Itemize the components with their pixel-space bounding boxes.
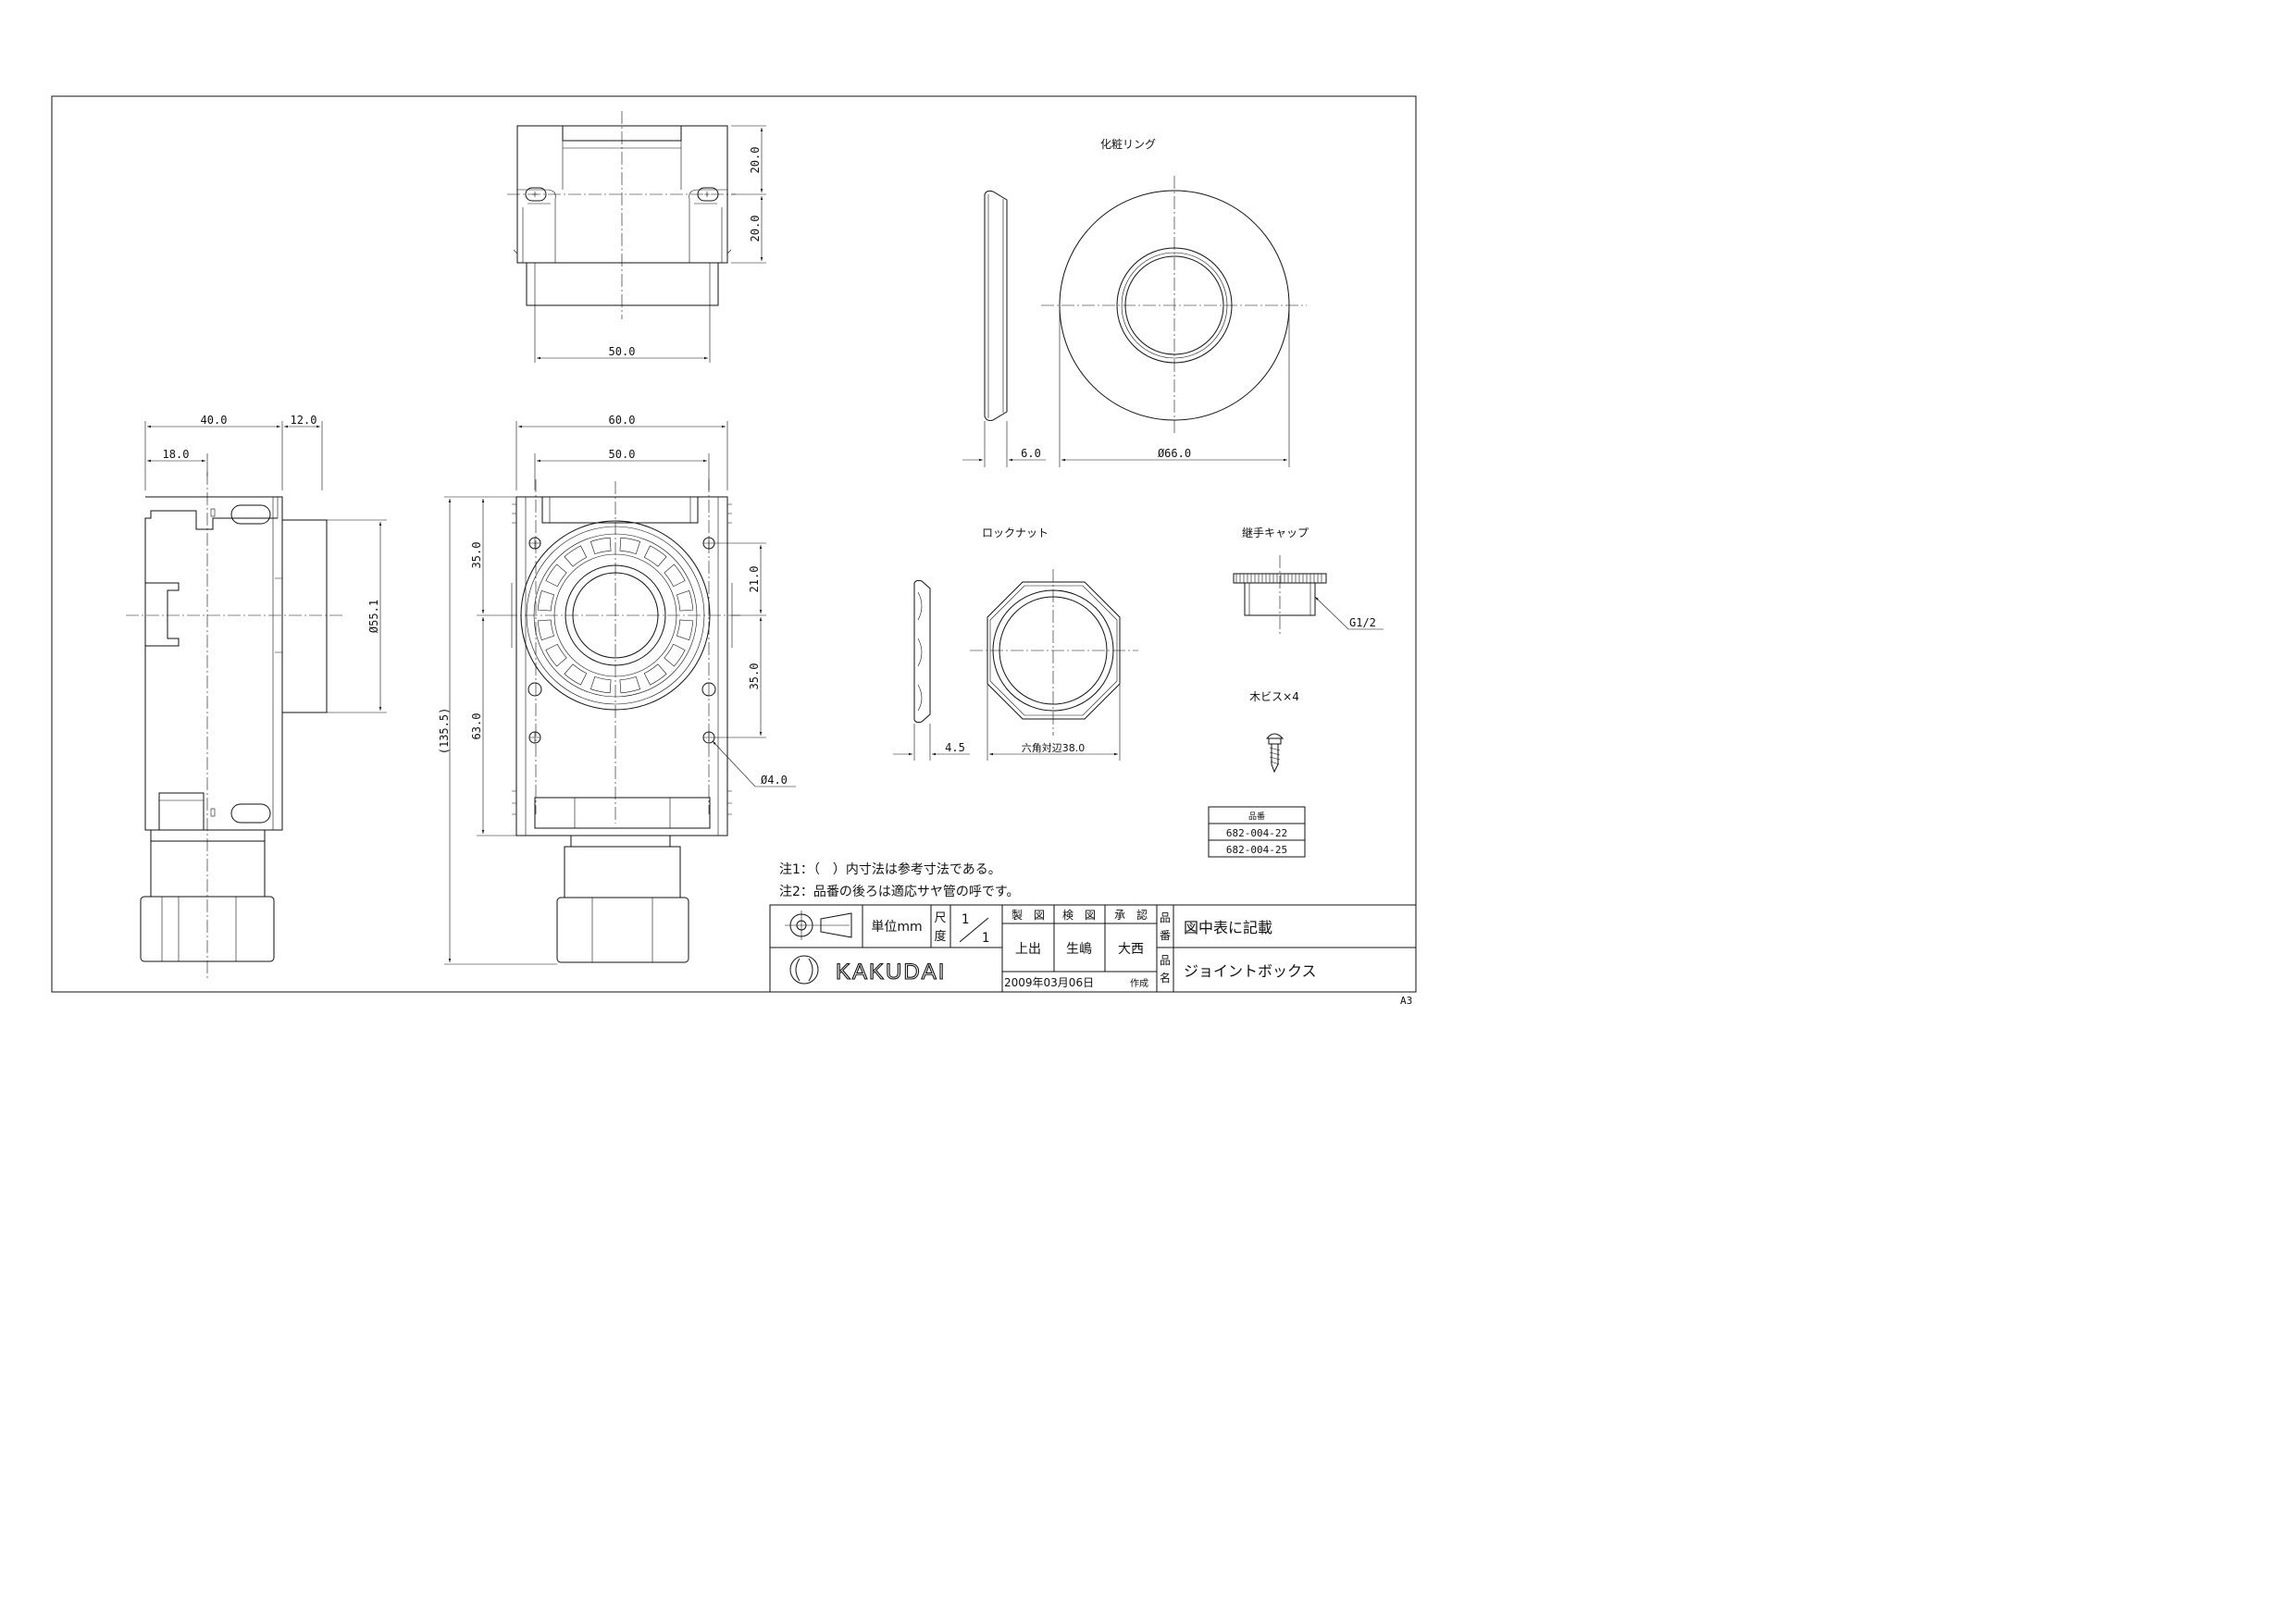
- grate-slot: [643, 663, 667, 686]
- dim-top-20a: 20.0: [749, 147, 762, 174]
- dim-front-hole: Ø4.0: [761, 774, 788, 787]
- top-view: 20.0 20.0 50.0: [507, 111, 766, 363]
- grate-slot: [664, 643, 686, 667]
- grate-segments: [537, 537, 694, 694]
- sheet-size: A3: [1400, 995, 1412, 1007]
- grate-slot: [643, 545, 667, 567]
- locknut-hex: [987, 581, 1121, 720]
- grate-slot: [537, 619, 554, 641]
- locknut-views: ロックナット 4.5 六角対辺38.0: [893, 527, 1138, 761]
- dim-front-135: (135.5): [438, 708, 451, 755]
- ring-title: 化粧リング: [1100, 138, 1156, 151]
- cap-title: 継手キャップ: [1242, 526, 1309, 539]
- screw-title: 木ビス×4: [1249, 690, 1299, 703]
- grate-slot: [619, 676, 641, 694]
- note-1: 注1：（ ）内寸法は参考寸法である。: [779, 861, 1001, 877]
- role-checker: 検 図: [1062, 909, 1096, 922]
- sheet-border: [51, 95, 1417, 993]
- cap-thread: G1/2: [1349, 616, 1376, 629]
- grate-slot: [590, 537, 612, 554]
- dim-front-35b: 35.0: [748, 663, 761, 690]
- grate-slot: [590, 676, 612, 694]
- locknut-title: ロックナット: [982, 527, 1049, 539]
- dim-top-20b: 20.0: [749, 216, 762, 242]
- name-drafter: 上出: [1015, 942, 1041, 957]
- drawing-date-suffix: 作成: [1130, 978, 1148, 989]
- dim-front-50: 50.0: [609, 448, 636, 461]
- part-table-row-2: 682-004-25: [1226, 844, 1287, 856]
- slot-left: [525, 187, 547, 202]
- slot-side-top: [230, 504, 271, 525]
- kakudai-logo: KAKUDAI: [789, 955, 946, 985]
- unit-label: 単位mm: [871, 920, 922, 935]
- grate-slot: [619, 537, 641, 554]
- part-no-label-top: 品: [1160, 911, 1171, 924]
- dim-ring-dia: Ø66.0: [1158, 447, 1191, 460]
- brand-name: KAKUDAI: [836, 960, 946, 985]
- dim-front-60: 60.0: [609, 414, 636, 427]
- dim-locknut-thick: 4.5: [945, 741, 965, 754]
- notes: 注1：（ ）内寸法は参考寸法である。 注2：品番の後ろは適応サヤ管の呼です。: [779, 861, 1020, 899]
- cap-view: 継手キャップ G1/2: [1233, 526, 1384, 634]
- drawing-sheet: 20.0 20.0 50.0 40.0 12.0 18.0 Ø: [51, 95, 1417, 1007]
- grate-slot: [537, 589, 554, 612]
- grate-slot: [564, 663, 588, 686]
- dim-front-21: 21.0: [748, 566, 761, 593]
- scale-label-bottom: 度: [934, 929, 946, 944]
- dim-top-50: 50.0: [609, 345, 636, 358]
- grate-slot: [545, 643, 567, 667]
- grate-slot: [664, 564, 686, 588]
- dim-side-40: 40.0: [201, 414, 228, 427]
- scale-denominator: 1: [982, 931, 989, 946]
- role-drafter: 製 図: [1011, 909, 1045, 922]
- slot-side-bottom: [230, 803, 271, 824]
- drawing-date: 2009年03月06日: [1004, 976, 1094, 989]
- part-table-row-1: 682-004-22: [1226, 827, 1287, 839]
- title-block: 単位mm 尺 度 1 1 製 図 検 図 承 認 上出 生嶋 大西 品 番 図中…: [769, 904, 1417, 1007]
- screw-view: 木ビス×4: [1249, 690, 1299, 774]
- dim-front-35a: 35.0: [470, 542, 483, 569]
- ring-views: 化粧リング 6.0 Ø66.0: [962, 138, 1307, 467]
- part-name-label-top: 品: [1160, 954, 1171, 967]
- part-name-label-bottom: 名: [1160, 971, 1171, 985]
- dim-side-18: 18.0: [163, 448, 190, 461]
- cap-knurling: [1235, 574, 1322, 583]
- part-name-value: ジョイントボックス: [1184, 962, 1317, 980]
- side-view: 40.0 12.0 18.0 Ø55.1: [126, 414, 387, 981]
- dim-side-dia: Ø55.1: [367, 600, 380, 633]
- part-no-label-bottom: 番: [1160, 929, 1171, 942]
- part-number-table: 品番 682-004-22 682-004-25: [1208, 806, 1306, 858]
- scale-label-top: 尺: [934, 911, 946, 925]
- scale-numerator: 1: [962, 912, 969, 927]
- dim-side-12: 12.0: [291, 414, 317, 427]
- note-2: 注2：品番の後ろは適応サヤ管の呼です。: [779, 884, 1020, 899]
- name-checker: 生嶋: [1066, 942, 1092, 957]
- dim-locknut-across: 六角対辺38.0: [1022, 741, 1086, 754]
- grate-slot: [676, 589, 694, 612]
- dim-front-63: 63.0: [470, 713, 483, 740]
- dim-ring-thick: 6.0: [1021, 447, 1041, 460]
- part-no-value: 図中表に記載: [1184, 919, 1272, 936]
- projection-symbol: [785, 911, 852, 940]
- part-table-header: 品番: [1248, 811, 1265, 822]
- grate-slot: [564, 545, 588, 567]
- grate-slot: [676, 619, 694, 641]
- grate-slot: [545, 564, 567, 588]
- front-view: 60.0 50.0 35.0 63.0 (135.5) 21.0 35.0 Ø4…: [438, 414, 796, 965]
- role-approver: 承 認: [1114, 908, 1148, 922]
- name-approver: 大西: [1118, 942, 1144, 957]
